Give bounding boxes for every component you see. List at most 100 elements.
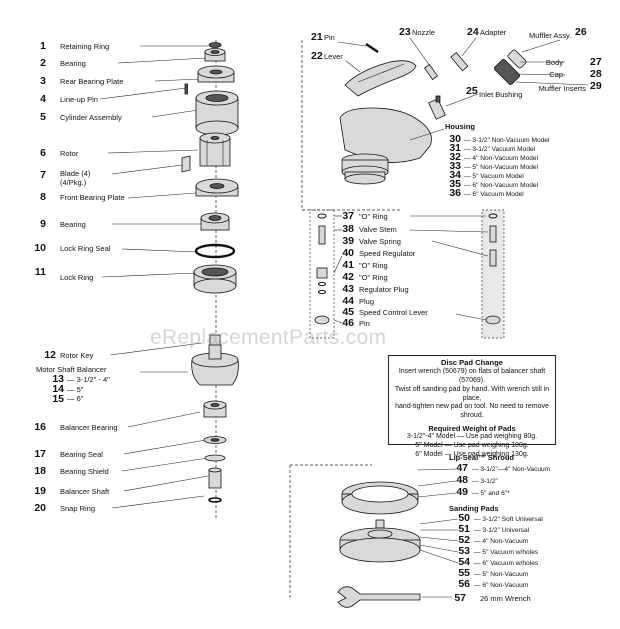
part-number-7: 7 <box>40 169 46 181</box>
part-label-30: — 3-1/2" Non-Vacuum Model <box>464 137 550 144</box>
part-number-20: 20 <box>34 502 46 514</box>
housing-title: Housing <box>445 122 475 131</box>
part-label-22: Lever <box>324 52 343 61</box>
weight-line-1: 3-1/2"-4" Model — Use pad weighing 80g. <box>406 433 538 441</box>
speed-control-lever-drawing <box>314 315 330 325</box>
bearing-shield <box>204 454 226 462</box>
part-label-29: Muffler Inserts <box>539 84 587 93</box>
top-parts-labels: 21 Pin 22 Lever 23 Nozzle 24 Adapter Muf… <box>311 26 602 99</box>
part-number-38: 38 <box>342 223 354 235</box>
part-label-32: — 4" Non-Vacuum Model <box>464 155 539 162</box>
part-number-51: 51 <box>458 523 470 535</box>
nozzle <box>423 63 439 81</box>
part-number-43: 43 <box>342 283 354 295</box>
line-up-pin <box>184 83 188 95</box>
part-number-52: 52 <box>458 534 470 546</box>
part-number-50: 50 <box>458 512 470 524</box>
part-number-41: 41 <box>342 259 354 271</box>
part-number-34: 34 <box>449 169 461 181</box>
note-line-2: Twist off sanding pad by hand. With wren… <box>394 385 550 402</box>
housing <box>339 107 432 185</box>
part-number-4: 4 <box>40 93 46 105</box>
part-label-20: Snap Ring <box>60 504 95 513</box>
lock-ring-seal <box>194 243 236 259</box>
part-label-14: — 5" <box>67 385 84 394</box>
valve-stem-drawing <box>318 225 326 245</box>
part-number-22: 22 <box>311 50 323 62</box>
watermark: eReplacementParts.com <box>150 326 387 349</box>
o-ring-37-alt <box>488 213 498 219</box>
part-label-36: — 6" Vacuum Model <box>464 191 524 198</box>
part-label-45: Speed Control Lever <box>359 308 428 317</box>
part-label-27: Body <box>546 58 563 67</box>
part-label-25: Inlet Bushing <box>479 90 522 99</box>
o-ring-41-drawing <box>318 281 326 287</box>
part-label-47: — 3-1/2"—4" Non-Vacuum <box>472 466 551 473</box>
pad-dash-boundary <box>289 464 372 600</box>
part-number-11: 11 <box>35 266 46 278</box>
part-label-52: — 4" Non-Vacuum <box>474 538 529 545</box>
part-label-31: — 3-1/2" Vacuum Model <box>464 146 536 153</box>
part-label-33: — 5" Non-Vacuum Model <box>464 164 539 171</box>
retaining-ring <box>208 42 222 48</box>
part-label-21: Pin <box>324 33 335 42</box>
part-number-13: 13 <box>52 373 64 385</box>
part-label-28: Cap <box>549 70 563 79</box>
part-label-54: — 6" Vacuum w/holes <box>474 560 539 567</box>
part-number-35: 35 <box>449 178 461 190</box>
part-number-8: 8 <box>40 191 46 203</box>
note-line-3: hand-tighten new pad on tool. No need to… <box>395 403 549 420</box>
part-label-10: Lock Ring Seal <box>60 244 111 253</box>
snap-ring <box>208 497 222 503</box>
part-label-53: — 5" Vacuum w/holes <box>474 549 539 556</box>
left-leader-lines <box>99 45 209 509</box>
bearing-9 <box>200 212 230 231</box>
note-title: Disc Pad Change <box>440 358 504 367</box>
part-label-6: Rotor <box>60 149 79 158</box>
part-label-7: Blade (4) <box>60 169 91 178</box>
part-label-8: Front Bearing Plate <box>60 193 125 202</box>
lever-pin <box>365 43 379 53</box>
lip-seal-shroud-drawing <box>341 481 419 515</box>
part-number-42: 42 <box>342 271 354 283</box>
part-label-38: Valve Stem <box>359 225 397 234</box>
valve-left-frame <box>309 209 335 339</box>
note-subtitle: Required Weight of Pads <box>428 423 516 433</box>
part-number-16: 16 <box>34 421 46 433</box>
speed-lever-alt <box>485 315 501 325</box>
part-label-19: Balancer Shaft <box>60 487 110 496</box>
part-label-9: Bearing <box>60 220 86 229</box>
blade <box>181 155 191 173</box>
part-number-18: 18 <box>34 465 46 477</box>
part-number-55: 55 <box>458 567 470 579</box>
part-number-24: 24 <box>467 26 479 38</box>
rotor <box>199 132 231 167</box>
part-number-2: 2 <box>40 57 46 69</box>
sanding-pad-drawing <box>339 519 421 563</box>
muffler-assembly <box>493 49 527 86</box>
part-number-29: 29 <box>590 80 602 92</box>
part-label-41: "O" Ring <box>359 261 388 270</box>
wrench-drawing <box>337 586 421 608</box>
note-line-1: Insert wrench (50679) on flats of balanc… <box>398 368 546 385</box>
part-number-23: 23 <box>399 26 411 38</box>
valve-parts: 37 "O" Ring 38 Valve Stem 39 Valve Sprin… <box>309 209 505 339</box>
part-number-47: 47 <box>456 462 468 474</box>
part-label-11: Lock Ring <box>60 273 93 282</box>
wrench-label: 57 26 mm Wrench <box>422 592 531 604</box>
part-number-9: 9 <box>40 218 46 230</box>
part-label-40: Speed Regulator <box>359 249 416 258</box>
part-label-17: Bearing Seal <box>60 450 103 459</box>
part-number-32: 32 <box>449 151 461 163</box>
inlet-bushing <box>428 95 446 120</box>
part-label-39: Valve Spring <box>359 237 401 246</box>
part-label-43: Regulator Plug <box>359 285 409 294</box>
adapter <box>450 51 469 72</box>
part-number-37: 37 <box>342 210 354 222</box>
part-label-48: — 3-1/2" <box>472 478 498 485</box>
part-number-44: 44 <box>342 295 354 307</box>
motor-parts-stack <box>181 42 239 503</box>
part-number-33: 33 <box>449 160 461 172</box>
bearing-seal <box>203 436 227 444</box>
